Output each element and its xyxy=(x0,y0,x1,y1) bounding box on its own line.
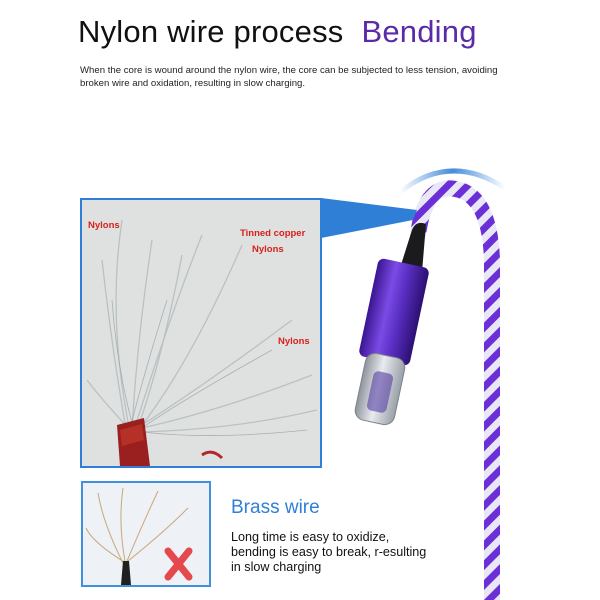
callout-wedge xyxy=(321,198,417,238)
brass-wire-description: Long time is easy to oxidize, bending is… xyxy=(231,530,427,574)
strand-photo-illustration xyxy=(82,200,320,466)
connector-housing xyxy=(359,258,429,366)
brass-strand-illustration xyxy=(83,483,209,585)
label-nylons-bottom-right: Nylons xyxy=(278,336,310,347)
title-main: Nylon wire process xyxy=(78,14,344,49)
nylon-core-photo: Nylons Tinned copper Nylons Nylons xyxy=(80,198,322,468)
page-title: Nylon wire process Bending xyxy=(78,14,477,50)
braided-cable xyxy=(410,180,500,600)
highlight-arc xyxy=(397,168,508,195)
cross-mark-icon xyxy=(164,547,193,581)
label-tinned-copper: Tinned copper xyxy=(240,228,306,239)
intro-paragraph: When the core is wound around the nylon … xyxy=(80,65,498,89)
label-nylons-top-left: Nylons xyxy=(88,220,120,231)
label-nylons-middle: Nylons xyxy=(252,244,284,255)
title-accent: Bending xyxy=(361,14,477,49)
brass-wire-title: Brass wire xyxy=(231,497,320,518)
brass-wire-photo xyxy=(81,481,211,587)
strain-relief xyxy=(400,222,426,272)
cable-illustration xyxy=(354,168,508,600)
